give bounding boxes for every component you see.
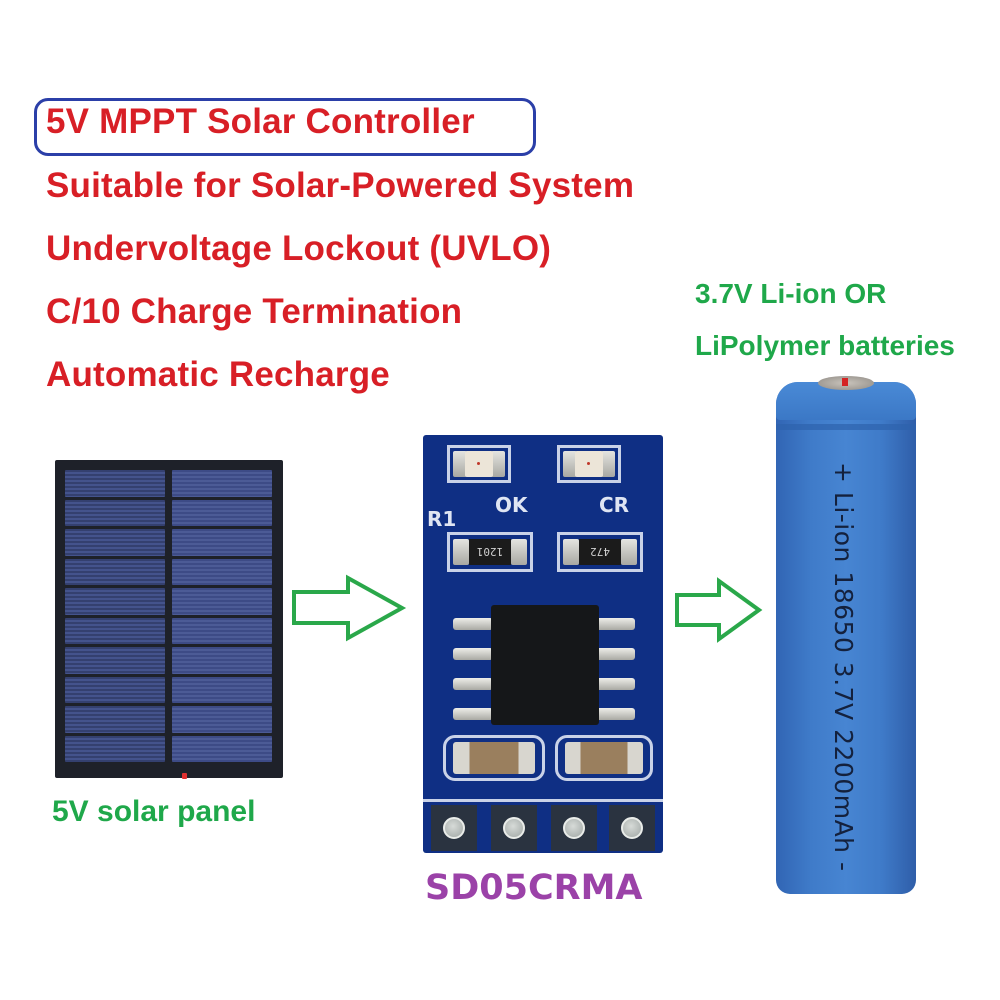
resistor-designator: R1 [427,507,457,531]
feature-line-3: C/10 Charge Termination [46,292,463,331]
feature-line-4: Automatic Recharge [46,355,390,394]
solar-panel-caption: 5V solar panel [52,795,256,828]
panel-terminal-dot [182,773,187,779]
solar-panel-image [55,460,283,779]
led-label-ok: OK [495,493,528,517]
header-pin-1 [431,805,477,851]
led-ok-outline [447,445,511,483]
capacitor-2-outline [555,735,653,781]
solar-cells-right [172,470,272,762]
arrow-right-icon [292,574,407,642]
header-pin-3 [551,805,597,851]
capacitor-1-outline [443,735,545,781]
module-model-label: SD05CRMA [425,868,643,908]
battery-caption-line-1: 3.7V Li-ion OR [695,278,887,309]
capacitor-2 [565,742,643,774]
title-highlight-box [34,98,536,156]
led-cr-outline [557,445,621,483]
resistor-1-outline [447,532,533,572]
header-silkscreen-line [423,799,663,802]
resistor-2: 472 [579,539,621,565]
feature-line-1: Suitable for Solar-Powered System [46,166,635,205]
solar-cells-left [65,470,165,762]
header-pin-2 [491,805,537,851]
capacitor-1 [453,742,535,774]
arrow-right-icon [675,577,763,643]
led-label-cr: CR [599,493,630,517]
battery-label: + Li-ion 18650 3.7V 2200mAh - [829,462,858,872]
battery-terminal-marker [842,378,848,386]
battery-caption-line-2: LiPolymer batteries [695,330,955,361]
charger-module-pcb: OK CR R1 1201 472 [423,435,663,853]
resistor-2-outline [557,532,643,572]
resistor-1: 1201 [469,539,511,565]
header-pin-4 [609,805,655,851]
led-cr [575,451,603,477]
led-ok [465,451,493,477]
li-ion-18650-battery: + Li-ion 18650 3.7V 2200mAh - [776,376,916,894]
feature-line-2: Undervoltage Lockout (UVLO) [46,229,552,268]
battery-ring [776,424,916,430]
controller-ic-chip [491,605,599,725]
product-title: 5V MPPT Solar Controller [46,102,475,141]
